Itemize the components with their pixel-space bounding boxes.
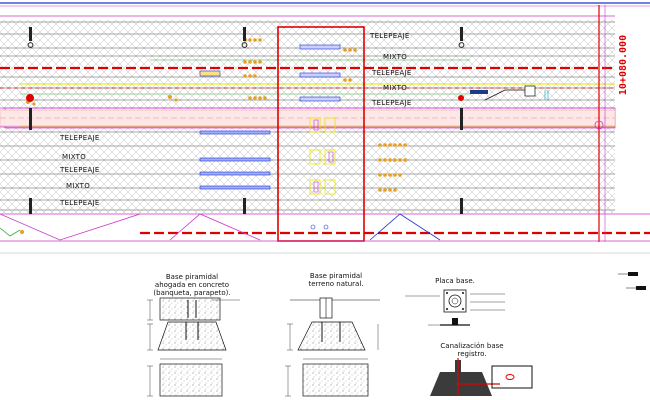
- lane-label-left-3: TELEPEAJE: [59, 166, 100, 174]
- lane-label-left-5: TELEPEAJE: [59, 199, 100, 207]
- detail-1-title-1: Base piramidal: [166, 273, 218, 281]
- lower-border-geometry: [0, 213, 650, 254]
- detail-conduit-box: Canalización base registro.: [430, 342, 533, 396]
- station-label: 10+080.000: [618, 35, 629, 95]
- lower-islands: [199, 130, 271, 190]
- legend-marks: [618, 272, 646, 290]
- detail-2-title-1: Base piramidal: [310, 272, 362, 280]
- left-lane-labels: TELEPEAJE MIXTO TELEPEAJE MIXTO TELEPEAJ…: [59, 134, 100, 207]
- detail-base-plate: Placa base.: [405, 277, 505, 326]
- construction-details: Base piramidal ahogada en concreto (banq…: [147, 272, 646, 397]
- detail-1-title-2: ahogada en concreto: [155, 281, 229, 289]
- lane-label-left-1: TELEPEAJE: [59, 134, 100, 142]
- detail-4-title-2: registro.: [458, 350, 487, 358]
- detail-4-title-1: Canalización base: [440, 342, 503, 350]
- plaza-booths: [309, 117, 336, 195]
- road-sign: [484, 85, 549, 101]
- light-poles: [27, 27, 488, 214]
- lane-label-right-3: TELEPEAJE: [371, 69, 412, 77]
- detail-1-title-3: (banqueta, parapeto).: [153, 289, 230, 297]
- upper-lane-lines: [0, 21, 615, 101]
- plan-view: 10+080.000 TELEPEAJE MIXTO TELEPEAJE MIX…: [0, 2, 650, 254]
- detail-3-title: Placa base.: [435, 277, 475, 285]
- right-lane-labels: TELEPEAJE MIXTO TELEPEAJE MIXTO TELEPEAJ…: [369, 32, 412, 107]
- lane-label-right-4: MIXTO: [383, 84, 407, 92]
- detail-2-title-2: terreno natural.: [308, 280, 363, 288]
- lower-lane-lines: [0, 131, 615, 211]
- lane-label-left-4: MIXTO: [66, 182, 90, 190]
- upper-islands: [199, 44, 341, 102]
- lower-roadway: [0, 128, 615, 213]
- detail-pyramidal-base-concrete: Base piramidal ahogada en concreto (banq…: [147, 273, 240, 397]
- detail-pyramidal-base-natural: Base piramidal terreno natural.: [285, 272, 380, 397]
- lane-label-right-2: MIXTO: [383, 53, 407, 61]
- lane-label-right-5: TELEPEAJE: [371, 99, 412, 107]
- lane-label-right-1: TELEPEAJE: [369, 32, 410, 40]
- upper-roadway: [0, 20, 615, 110]
- lane-label-left-2: MIXTO: [62, 153, 86, 161]
